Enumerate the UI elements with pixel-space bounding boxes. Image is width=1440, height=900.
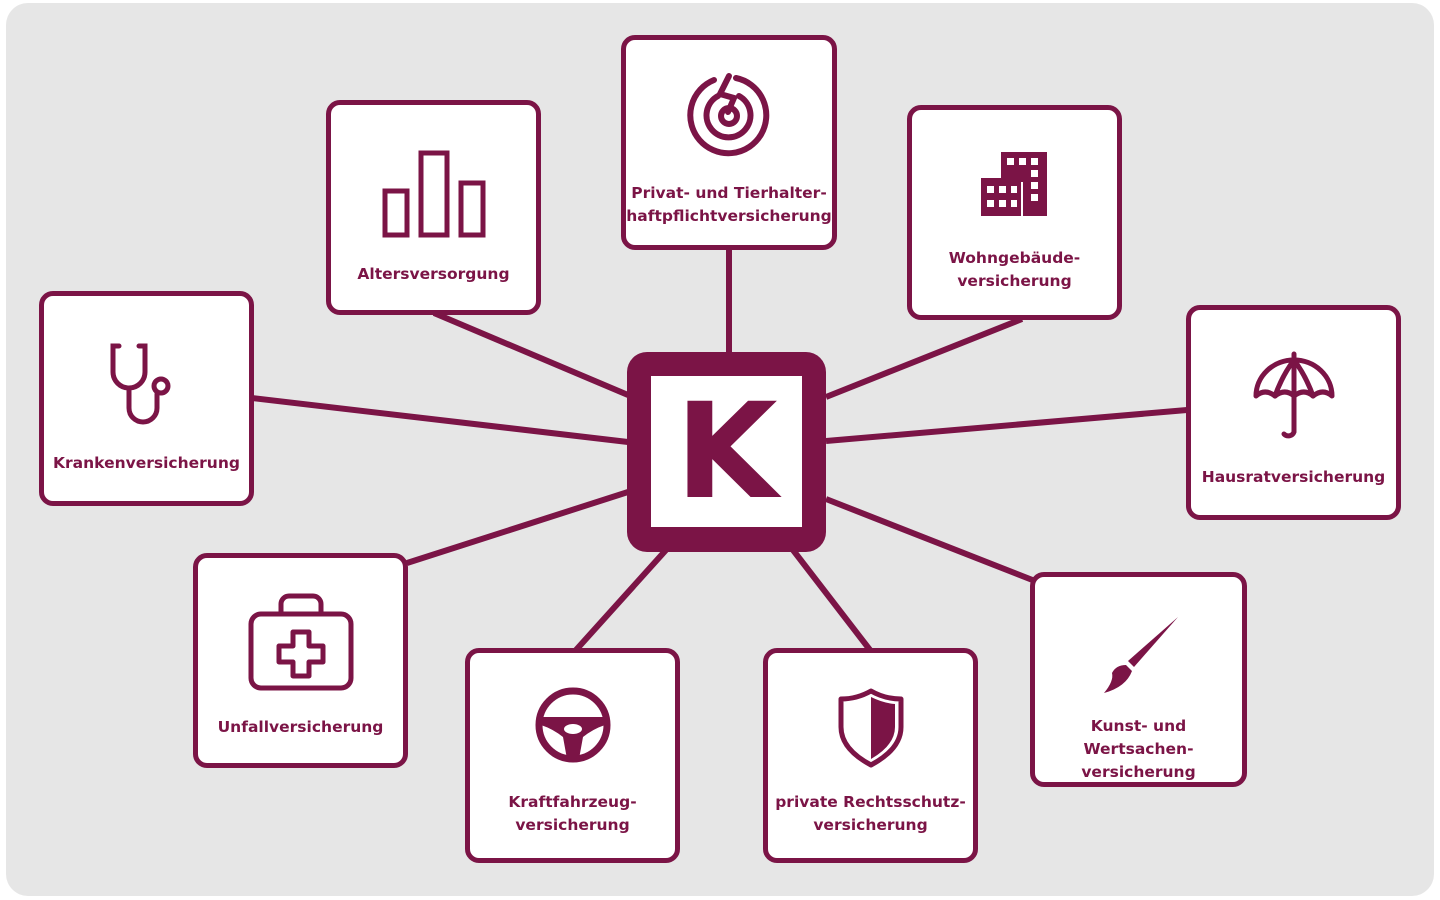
node-label: Hausratversicherung — [1201, 468, 1386, 486]
node-label: Kunst- und Wertsachen- versicherung — [1081, 717, 1196, 781]
node-label: Krankenversicherung — [53, 454, 240, 472]
center-logo-inner: K — [651, 376, 802, 527]
stethoscope-icon — [110, 343, 170, 425]
connector-kranken — [251, 395, 629, 445]
node-label: Kraftfahrzeug- versicherung — [508, 793, 637, 834]
node-kranken: Krankenversicherung — [39, 291, 254, 506]
connector-kunst — [824, 496, 1037, 584]
node-unfall: Unfallversicherung — [193, 553, 408, 768]
node-label: Unfallversicherung — [217, 718, 384, 736]
connector-hausrat — [825, 407, 1188, 444]
node-label: Altersversorgung — [357, 265, 510, 283]
connector-kfz — [573, 547, 669, 653]
center-letter: K — [675, 375, 778, 529]
node-rechtsschutz: private Rechtsschutz- versicherung — [763, 648, 978, 863]
buildings-icon — [980, 152, 1047, 216]
node-haftpflicht: Privat- und Tierhalter- haftpflichtversi… — [621, 35, 837, 250]
node-wohngebaeude: Wohngebäude- versicherung — [907, 105, 1122, 320]
bar-chart-icon — [382, 150, 485, 238]
connector-rechtsschutz — [790, 548, 873, 652]
paintbrush-icon — [1103, 617, 1178, 693]
broken-target-icon — [687, 73, 770, 157]
node-label: private Rechtsschutz- versicherung — [775, 793, 966, 834]
node-label: Privat- und Tierhalter- haftpflichtversi… — [626, 184, 832, 225]
node-altersversorgung: Altersversorgung — [326, 100, 541, 315]
node-label: Wohngebäude- versicherung — [948, 249, 1081, 290]
steering-wheel-icon — [535, 687, 610, 763]
first-aid-kit-icon — [248, 593, 353, 691]
shield-icon — [838, 688, 903, 768]
connector-altersversorgung — [432, 310, 630, 398]
connector-unfall — [406, 489, 629, 566]
node-hausrat: Hausratversicherung — [1186, 305, 1401, 520]
node-kunst: Kunst- und Wertsachen- versicherung — [1030, 572, 1247, 787]
node-kfz: Kraftfahrzeug- versicherung — [465, 648, 680, 863]
umbrella-icon — [1253, 351, 1334, 439]
connector-wohngebaeude — [824, 316, 1024, 400]
center-logo: K — [627, 352, 826, 552]
